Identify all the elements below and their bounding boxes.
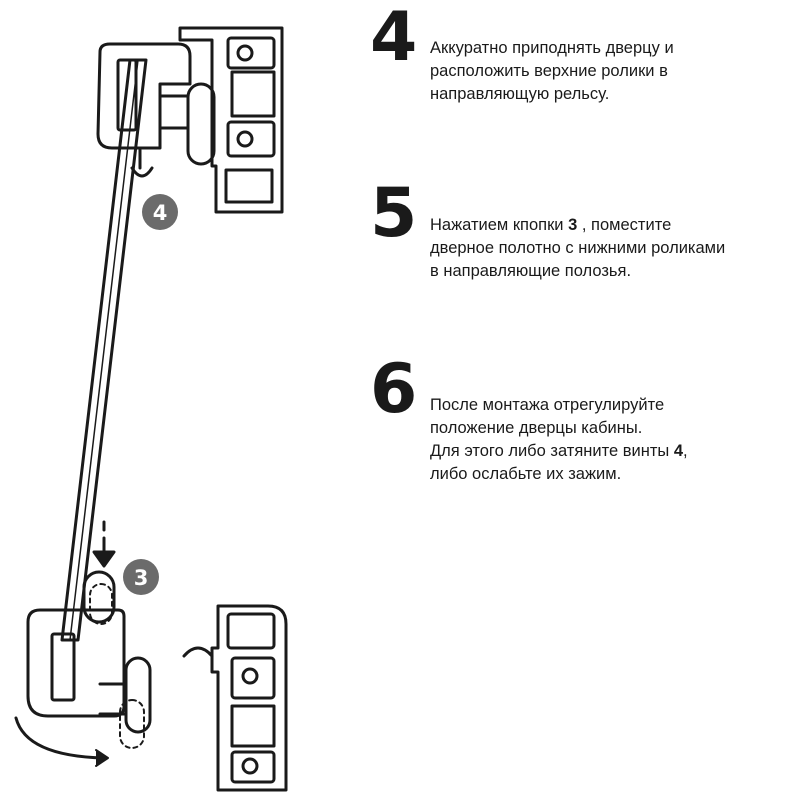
step-line: либо ослабьте их зажим.	[430, 465, 622, 483]
step-line: После монтажа отрегулируйте	[430, 396, 665, 414]
bottom-rail-profile	[182, 604, 288, 792]
badge-3: 3	[123, 559, 159, 595]
step-line: Для этого либо затяните винты 4,	[430, 442, 688, 460]
step-line: дверное полотно с нижними роликами	[430, 239, 726, 257]
glass-door-panel	[60, 58, 148, 642]
step-line: расположить верхние ролики в	[430, 62, 668, 80]
step-line: Аккуратно приподнять дверцу и	[430, 39, 674, 57]
step-line: положение дверцы кабины.	[430, 419, 643, 437]
press-arrow-icon	[92, 520, 116, 568]
installation-diagram: 4 3	[14, 26, 288, 792]
top-rail-profile	[178, 26, 284, 214]
step-number: 4	[370, 0, 417, 77]
bottom-roller-assembly	[14, 570, 152, 767]
step-line: в направляющие полозья.	[430, 262, 632, 280]
badge-4: 4	[142, 194, 178, 230]
step-line: Нажатием кпопки 3 , поместите	[430, 216, 672, 234]
badge-3-label: 3	[134, 566, 149, 590]
top-roller-assembly	[96, 42, 216, 178]
step-description: Нажатием кпопки 3 , поместите дверное по…	[430, 214, 725, 283]
step-line: направляющую рельсу.	[430, 85, 610, 103]
step-number: 5	[370, 174, 417, 253]
step-number: 6	[370, 350, 417, 429]
step-description: После монтажа отрегулируйте положение дв…	[430, 394, 688, 486]
step-description: Аккуратно приподнять дверцу и расположит…	[430, 37, 674, 106]
badge-4-label: 4	[153, 201, 168, 225]
